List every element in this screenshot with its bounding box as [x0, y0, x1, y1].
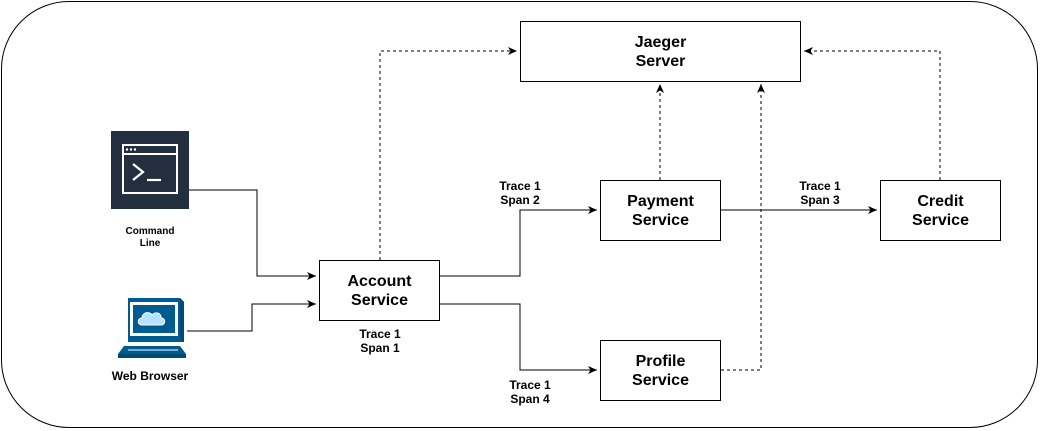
jaeger-server-node: Jaeger Server [520, 21, 801, 82]
payment-trace-line1: Trace 1 [499, 179, 541, 193]
account-service-node: Account Service [319, 260, 440, 321]
terminal-icon [111, 131, 189, 209]
credit-trace-line1: Trace 1 [799, 179, 841, 193]
account-trace-label: Trace 1 Span 1 [345, 327, 415, 355]
account-line1: Account [347, 272, 412, 290]
command-line-line2: Line [139, 238, 161, 249]
credit-trace-line2: Span 3 [800, 193, 840, 207]
payment-line2: Service [632, 211, 689, 229]
profile-line2: Service [632, 371, 689, 389]
payment-trace-label: Trace 1 Span 2 [485, 179, 555, 207]
credit-service-node: Credit Service [880, 180, 1001, 241]
profile-trace-line1: Trace 1 [509, 378, 551, 392]
account-line2: Service [351, 291, 408, 309]
command-line-line1: Command [125, 226, 175, 237]
web-browser-caption: Web Browser [111, 369, 189, 383]
edge-cli-to-account [189, 189, 316, 280]
jaeger-line1: Jaeger [634, 33, 687, 51]
command-line-caption: Command Line [110, 226, 190, 250]
edge-credit-to-jaeger [804, 47, 941, 180]
account-trace-line1: Trace 1 [359, 327, 401, 341]
edge-account-to-profile [440, 303, 597, 374]
account-trace-line2: Span 1 [360, 341, 400, 355]
jaeger-line2: Server [635, 52, 686, 70]
profile-service-node: Profile Service [600, 340, 721, 401]
credit-line1: Credit [917, 192, 964, 210]
credit-line2: Service [912, 211, 969, 229]
edge-browser-to-account [187, 300, 316, 332]
edge-profile-to-jaeger [721, 84, 765, 371]
payment-service-node: Payment Service [600, 180, 721, 241]
credit-trace-label: Trace 1 Span 3 [785, 179, 855, 207]
payment-trace-line2: Span 2 [500, 193, 540, 207]
profile-trace-line2: Span 4 [510, 392, 550, 406]
web-browser-icon [118, 298, 186, 358]
payment-line1: Payment [627, 192, 694, 210]
profile-trace-label: Trace 1 Span 4 [495, 378, 565, 406]
edge-account-to-jaeger [379, 47, 517, 260]
profile-line1: Profile [635, 352, 686, 370]
edge-account-to-payment [440, 206, 597, 277]
